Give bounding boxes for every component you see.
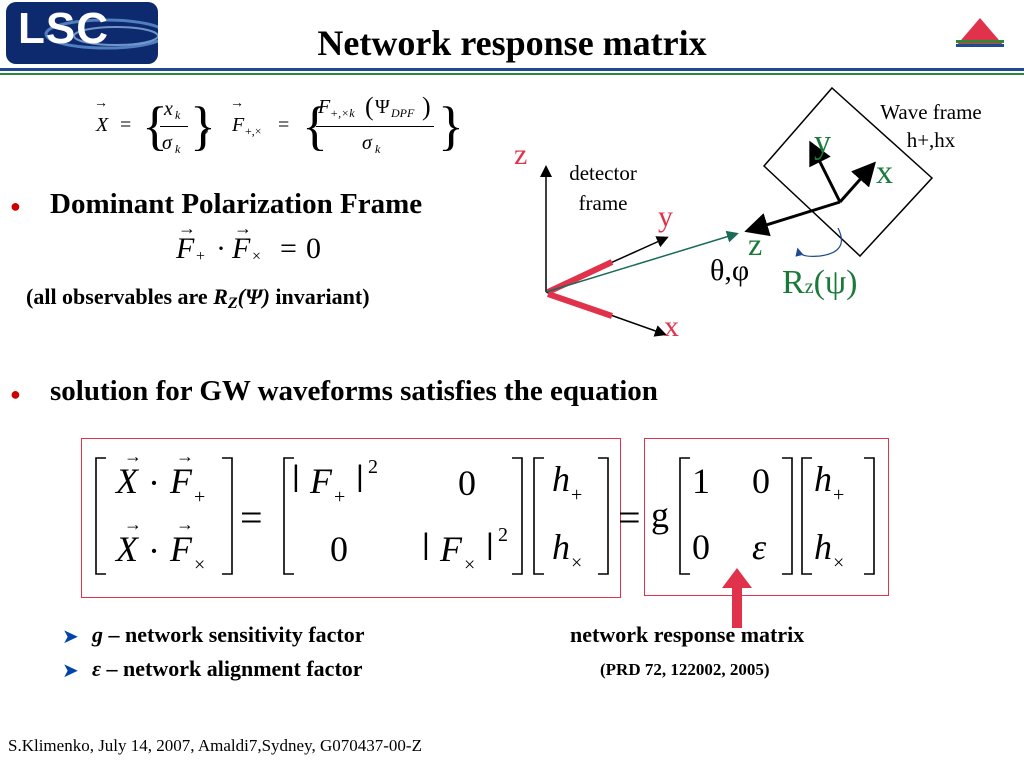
equation-box-right — [644, 438, 889, 596]
frames-diagram — [540, 86, 934, 337]
arrow-bullet-icon: ➤ — [62, 660, 79, 682]
propagation-line — [545, 230, 739, 293]
wave-frame-label: Wave frame h+,hx — [880, 100, 982, 152]
bullet-dot-icon: ● — [10, 384, 21, 404]
dpf-formula: → F + · → F × = 0 — [176, 218, 321, 265]
wave-label-y: y — [814, 124, 831, 161]
arrow-bullet-icon: ➤ — [62, 626, 79, 648]
wave-y-axis — [809, 140, 842, 203]
footer: S.Klimenko, July 14, 2007, Amaldi7,Sydne… — [8, 736, 422, 755]
ligo-triangle-icon — [956, 18, 1004, 47]
pointer-arrow-icon — [722, 568, 752, 628]
wave-z-axis — [744, 200, 841, 237]
header-rule-blue — [0, 68, 1024, 71]
rotation-arc-icon — [795, 227, 842, 257]
bullet-dpf: Dominant Polarization Frame — [50, 188, 423, 220]
theta-phi-label: θ,φ — [710, 254, 750, 287]
network-response-matrix-label: network response matrix — [570, 622, 805, 647]
bullet-solution: solution for GW waveforms satisfies the … — [50, 375, 658, 407]
reference: (PRD 72, 122002, 2005) — [600, 660, 770, 679]
logo-text: LSC — [18, 4, 109, 53]
equation-box-left — [81, 438, 621, 598]
wave-label-x: x — [876, 154, 893, 191]
wave-x-axis — [838, 161, 876, 203]
slide-title: Network response matrix — [317, 23, 707, 63]
top-formula: → X = { x k σ k } , → F +,× = { F +,×k (… — [94, 92, 464, 156]
logo-swirl-icon — [44, 18, 158, 50]
note-eps: ε – network alignment factor — [92, 656, 363, 681]
note-g: g – network sensitivity factor — [92, 622, 365, 647]
detector-frame-label: detector frame — [569, 161, 637, 215]
label-x: x — [664, 310, 679, 343]
lsc-logo: LSC — [6, 2, 158, 64]
wave-frame-box — [762, 86, 934, 258]
matrix-brackets — [95, 457, 875, 575]
detector-arm-y — [546, 259, 614, 295]
label-y: y — [658, 200, 673, 233]
label-z: z — [514, 138, 528, 171]
bullet-dot-icon: ● — [10, 196, 21, 216]
header-rule-green — [0, 73, 1024, 75]
invariance-note: (all observables are RZ(Ψ) invariant) — [26, 284, 370, 312]
rotation-label: Rz(ψ) — [782, 264, 858, 301]
detector-arm-x — [547, 291, 613, 319]
wave-label-z: z — [748, 226, 763, 262]
